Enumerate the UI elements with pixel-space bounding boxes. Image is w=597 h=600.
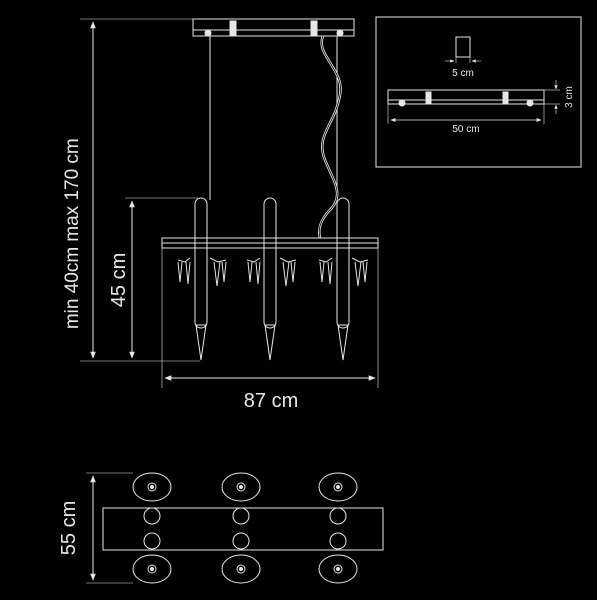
ceiling-canopy xyxy=(192,18,355,37)
label-max-height: max 170 cm xyxy=(62,138,83,241)
dimension-depth xyxy=(86,472,133,584)
inset-canopy xyxy=(387,89,545,107)
dimension-overall-height xyxy=(80,18,200,362)
label-body-height: 45 cm xyxy=(108,253,130,307)
plan-shades-top xyxy=(132,472,358,502)
inset-frame xyxy=(375,16,582,168)
lamp-tubes xyxy=(194,197,350,329)
plan-view xyxy=(86,472,384,584)
label-canopy-length: 50 cm xyxy=(452,124,479,135)
label-depth: 55 cm xyxy=(58,501,80,555)
dimension-body-height xyxy=(125,197,198,359)
plan-tubes xyxy=(143,507,347,550)
inset-mount xyxy=(445,36,481,63)
inset-detail xyxy=(375,16,582,168)
fixture-bar xyxy=(161,237,379,249)
elevation-view xyxy=(80,18,379,388)
label-width: 87 cm xyxy=(244,390,298,412)
dimension-width xyxy=(161,248,379,388)
label-canopy-height: 3 cm xyxy=(564,86,575,108)
label-mount-width: 5 cm xyxy=(452,68,474,79)
crystal-pendants xyxy=(177,257,369,361)
label-min-height: min 40cm xyxy=(62,247,83,329)
plan-shades-bottom xyxy=(132,554,358,584)
